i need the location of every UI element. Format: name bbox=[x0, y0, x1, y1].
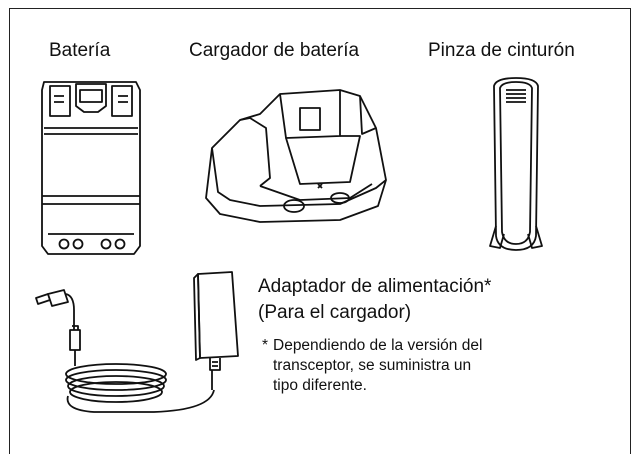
battery-charger-image bbox=[205, 89, 387, 223]
ac-adapter-label: Adaptador de alimentación* bbox=[258, 276, 492, 297]
ac-adapter-sublabel: (Para el cargador) bbox=[258, 302, 412, 323]
battery-image bbox=[41, 81, 141, 255]
charger-label: Cargador de batería bbox=[189, 40, 360, 61]
adapter-footnote-star: * bbox=[262, 337, 269, 354]
belt-clip-image bbox=[489, 77, 543, 251]
adapter-footnote-line-3: tipo diferente. bbox=[273, 377, 367, 394]
belt-clip-label: Pinza de cinturón bbox=[428, 40, 575, 61]
ac-adapter-image bbox=[35, 271, 239, 413]
battery-label: Batería bbox=[49, 40, 111, 61]
accessory-panel bbox=[9, 8, 631, 454]
adapter-footnote-line-1: Dependiendo de la versión del bbox=[273, 337, 483, 354]
adapter-footnote-line-2: transceptor, se suministra un bbox=[273, 357, 472, 374]
